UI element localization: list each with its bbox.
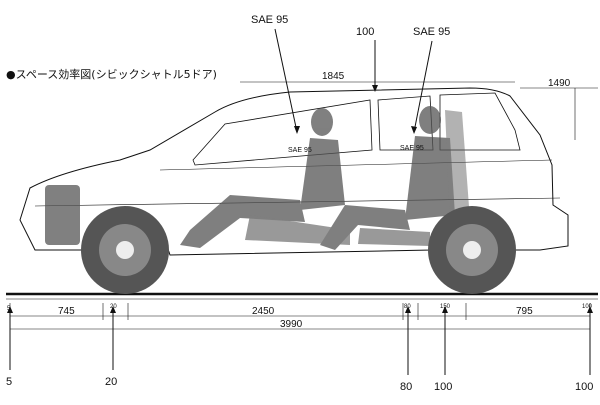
dim-745: 745 xyxy=(58,306,75,317)
front-seat-label: SAE 95 xyxy=(288,147,312,154)
rear-occupant-torso xyxy=(405,136,455,220)
callout-80: 80 xyxy=(400,381,412,393)
dim-20: 20 xyxy=(110,304,117,310)
callout-sae-right: SAE 95 xyxy=(413,26,450,38)
front-occupant-head xyxy=(311,108,333,136)
callout-100-b: 100 xyxy=(575,381,593,393)
rear-seat-label: SAE 95 xyxy=(400,145,424,152)
dim-795: 795 xyxy=(516,306,533,317)
callout-sae-right-leader xyxy=(413,40,433,133)
callout-sae-left-leader xyxy=(274,28,298,133)
dim-1490: 1490 xyxy=(548,78,571,89)
arrowhead xyxy=(372,85,378,92)
diagram-title: ●スペース効率図(シビックシャトル5ドア) xyxy=(6,67,217,81)
dim-1845: 1845 xyxy=(322,71,345,82)
dim-3990: 3990 xyxy=(280,319,303,330)
callout-5: 5 xyxy=(6,376,12,388)
front-wheel xyxy=(81,206,169,294)
bottom-arrowheads xyxy=(7,306,593,313)
front-seat-cushion xyxy=(245,215,350,245)
engine-block xyxy=(45,185,80,245)
rear-seat-cushion xyxy=(358,228,430,246)
dim-100: 100 xyxy=(582,304,593,310)
callout-20: 20 xyxy=(105,376,117,388)
dim-2450: 2450 xyxy=(252,306,275,317)
rear-seatback xyxy=(445,110,470,222)
callout-sae-left: SAE 95 xyxy=(251,14,288,26)
bottom-leaders xyxy=(9,310,591,375)
rear-occupant-legs xyxy=(320,205,410,250)
front-occupant-torso xyxy=(300,138,345,210)
base-dimension-lines xyxy=(9,303,591,332)
arrowhead xyxy=(411,126,417,134)
callout-100-top: 100 xyxy=(356,26,374,38)
callout-100-a: 100 xyxy=(434,381,452,393)
front-occupant-legs xyxy=(180,195,305,248)
arrowhead xyxy=(294,126,300,134)
rear-wheel xyxy=(428,206,516,294)
rear-occupant-head xyxy=(419,106,441,134)
occupants xyxy=(45,106,470,250)
